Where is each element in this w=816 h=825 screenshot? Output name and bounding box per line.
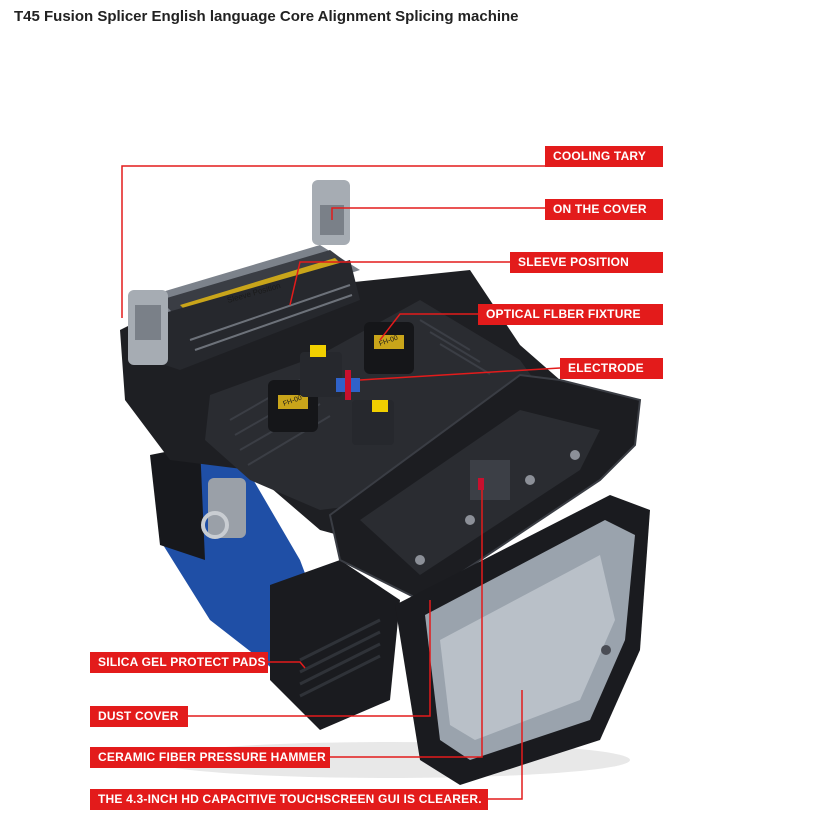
callout-ceramic-hammer: CERAMIC FIBER PRESSURE HAMMER xyxy=(90,747,330,768)
callout-silica-gel-pads: SILICA GEL PROTECT PADS xyxy=(90,652,268,673)
heater-tray xyxy=(128,180,360,370)
page-title: T45 Fusion Splicer English language Core… xyxy=(14,8,519,25)
callout-on-the-cover: ON THE COVER xyxy=(545,199,663,220)
callout-electrode: ELECTRODE xyxy=(560,358,663,379)
wind-cover xyxy=(328,373,642,602)
leader-lines xyxy=(121,165,561,800)
callout-sleeve-position: SLEEVE POSITION xyxy=(510,252,663,273)
callout-optical-fiber-fixture: OPTICAL FLBER FIXTURE xyxy=(478,304,663,325)
callout-cooling-tray: COOLING TARY xyxy=(545,146,663,167)
callout-touchscreen: THE 4.3-INCH HD CAPACITIVE TOUCHSCREEN G… xyxy=(90,789,488,810)
touchscreen-monitor xyxy=(395,495,650,785)
callout-dust-cover: DUST COVER xyxy=(90,706,188,727)
